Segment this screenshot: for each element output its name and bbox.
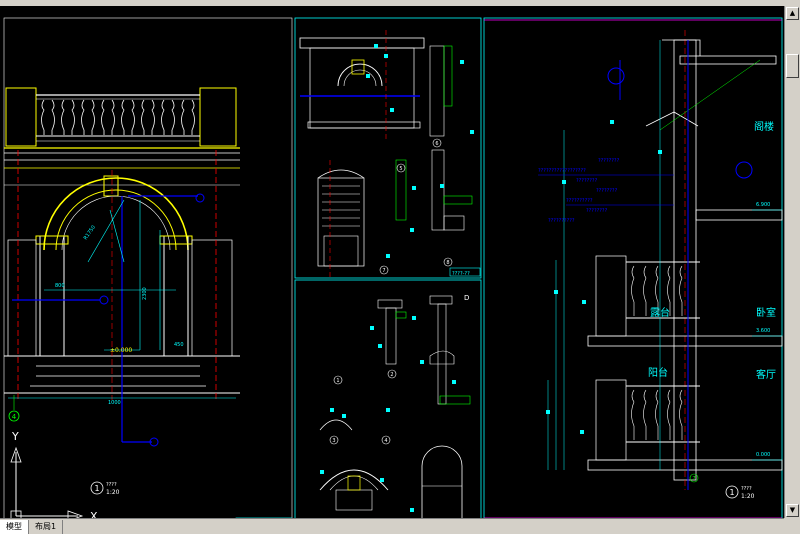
sheet-2-detail-8: 8 bbox=[446, 260, 449, 266]
horizontal-scrollbar[interactable]: 模型 布局1 bbox=[0, 518, 784, 534]
sheet-4-wall-section: ???????? ?????????????????? ???????? ???… bbox=[483, 17, 783, 521]
level-mark-1: 6.900 bbox=[756, 202, 770, 208]
sheet-2-detail-7: 7 bbox=[382, 268, 385, 274]
balcony-label-balcony: 阳台 bbox=[648, 366, 668, 379]
section-note-2: ?????????????????? bbox=[538, 168, 586, 174]
section-notes: ???????? ?????????????????? ???????? ???… bbox=[538, 158, 674, 224]
sheet-4-scale-ratio: 1:20 bbox=[741, 493, 755, 500]
ucs-x-label: X bbox=[90, 510, 98, 523]
window-top-edge bbox=[0, 0, 800, 6]
sheet-3-profile-details: 1 2 3 4 D ????-?? bbox=[294, 279, 482, 531]
vertical-scroll-thumb[interactable] bbox=[786, 54, 799, 78]
level-mark-2: 3.600 bbox=[756, 328, 770, 334]
sheet-4-scale-number: 1 bbox=[729, 488, 734, 497]
section-note-6: ???????? bbox=[586, 208, 608, 214]
sheet-1-scale-number: 1 bbox=[94, 484, 99, 493]
sheet-1-scale-title: ???? bbox=[106, 482, 117, 488]
elevation-mark: ±0.000 bbox=[110, 347, 132, 354]
sheet-3-detail-2: 2 bbox=[390, 372, 393, 378]
sheet-4-grid-bubble: 7 bbox=[692, 476, 695, 482]
dim-1: 800 bbox=[55, 283, 65, 289]
section-note-7: ?????????? bbox=[548, 218, 575, 224]
scrollbar-corner bbox=[784, 518, 800, 534]
sheet-2-title-tag: ????-?? bbox=[452, 271, 470, 277]
room-label-attic: 阁楼 bbox=[754, 120, 774, 133]
sheet-2-window-detail: 5 6 7 8 ????-?? bbox=[294, 17, 482, 279]
section-note-5: ?????????? bbox=[566, 198, 593, 204]
sheet-1-scale-ratio: 1:20 bbox=[106, 489, 120, 496]
sheet-3-detail-3: 3 bbox=[332, 438, 335, 444]
tab-layout-1[interactable]: 布局1 bbox=[29, 520, 64, 534]
sheet-2-detail-5: 5 bbox=[399, 166, 402, 172]
section-note-3: ???????? bbox=[576, 178, 598, 184]
sheet-1-grid-bubble: 4 bbox=[12, 413, 17, 421]
sheet-3-detail-4: 4 bbox=[384, 438, 387, 444]
section-note-4: ???????? bbox=[596, 188, 618, 194]
scroll-up-button[interactable]: ▲ bbox=[786, 7, 799, 20]
vertical-scrollbar[interactable]: ▲ ▼ bbox=[784, 6, 800, 518]
sheet-2-detail-6: 6 bbox=[435, 141, 438, 147]
sheet-3-detail-1: 1 bbox=[336, 378, 339, 384]
dim-3: 2300 bbox=[142, 287, 148, 300]
ucs-y-label: Y bbox=[11, 430, 19, 443]
section-note-1: ???????? bbox=[598, 158, 620, 164]
room-label-living: 客厅 bbox=[756, 368, 776, 381]
ucs-icon: Y X bbox=[10, 430, 98, 523]
scroll-down-button[interactable]: ▼ bbox=[786, 504, 799, 517]
sheet-3-corner-mark: D bbox=[464, 294, 469, 302]
dim-2: 450 bbox=[174, 342, 184, 348]
room-label-bedroom: 卧室 bbox=[756, 306, 776, 319]
layout-tabs: 模型 布局1 bbox=[0, 520, 64, 534]
tab-model[interactable]: 模型 bbox=[0, 520, 29, 534]
level-mark-3: 0.000 bbox=[756, 452, 770, 458]
dim-5: 1000 bbox=[108, 400, 121, 406]
sheet-4-scale-title: ???? bbox=[741, 486, 752, 492]
balcony-label-terrace: 露台 bbox=[650, 306, 670, 319]
